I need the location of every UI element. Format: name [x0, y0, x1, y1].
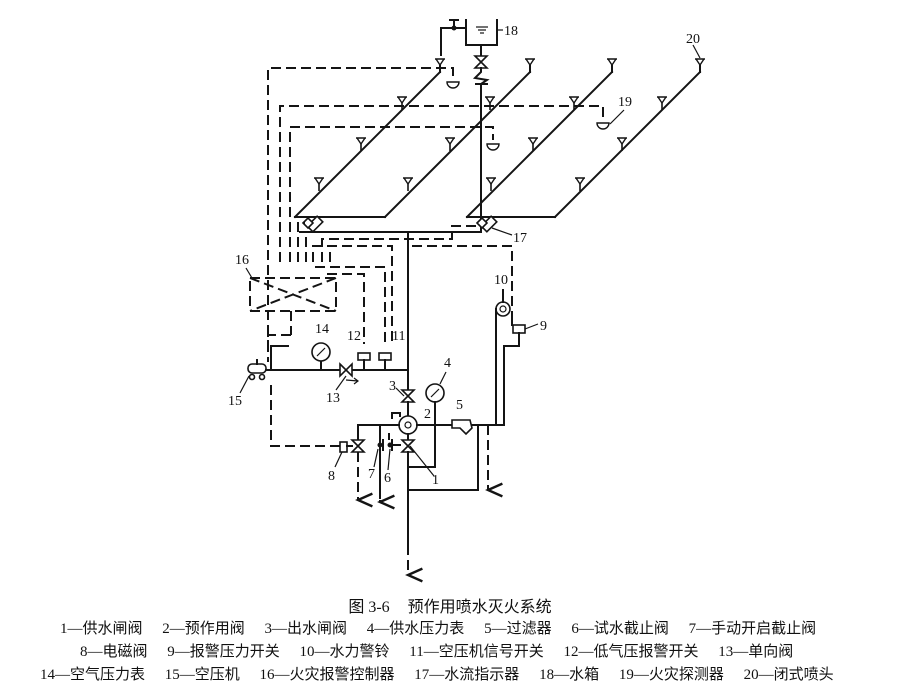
water-tank: 18 — [465, 19, 518, 46]
compressor-signal-switch-icon — [378, 352, 392, 361]
sprinkler-head-icon — [402, 177, 414, 192]
sprinkler-head-icon — [694, 58, 706, 73]
legend-item: 3—出水闸阀 — [264, 621, 348, 637]
solenoid-valve-icon — [350, 439, 366, 453]
label-12: 12 — [347, 329, 361, 344]
sprinkler-head-icon — [434, 58, 446, 73]
legend-item: 16—火灾报警控制器 — [259, 667, 395, 683]
legend-item: 8—电磁阀 — [80, 644, 148, 660]
fire-detector-icon — [486, 143, 500, 151]
legend-row-2: 8—电磁阀 9—报警压力开关 10—水力警铃 11—空压机信号开关 12—低气压… — [80, 640, 809, 661]
legend-item: 7—手动开启截止阀 — [688, 621, 817, 637]
air-compressor — [247, 359, 267, 381]
sprinkler-head-icon — [355, 137, 367, 152]
preaction-valve-icon — [398, 415, 418, 435]
sprinkler-zone-left — [293, 65, 532, 219]
label-19: 19 — [618, 95, 632, 110]
label-1: 1 — [432, 473, 439, 488]
label-17: 17 — [513, 231, 527, 246]
tank-gate-valve-icon — [473, 55, 489, 69]
legend-item: 5—过滤器 — [484, 621, 552, 637]
label-9: 9 — [540, 319, 547, 334]
label-10: 10 — [494, 273, 508, 288]
legend-item: 14—空气压力表 — [40, 667, 146, 683]
fire-detector-icon — [596, 122, 610, 130]
sprinkler-head-icon — [606, 58, 618, 73]
label-11: 11 — [392, 329, 405, 344]
outlet-gate-valve-icon — [400, 389, 416, 403]
low-pressure-alarm-switch-icon — [357, 352, 371, 361]
sprinkler-head-icon — [616, 137, 628, 152]
label-13: 13 — [326, 391, 340, 406]
legend-item: 2—预作用阀 — [162, 621, 245, 637]
sprinkler-head-icon — [568, 96, 580, 111]
label-7: 7 — [368, 467, 375, 482]
solenoid-actuator-icon — [339, 441, 348, 453]
supply-gate-valve-icon — [400, 439, 416, 453]
fire-alarm-controller — [249, 277, 337, 312]
legend-row-1: 1—供水闸阀 2—预作用阀 3—出水闸阀 4—供水压力表 5—过滤器 6—试水截… — [60, 617, 832, 638]
legend-item: 13—单向阀 — [718, 644, 794, 660]
legend-item: 18—水箱 — [539, 667, 600, 683]
water-motor-alarm-icon — [495, 301, 511, 317]
label-2: 2 — [424, 407, 431, 422]
fire-detector-icon — [446, 81, 460, 89]
legend-item: 6—试水截止阀 — [571, 621, 669, 637]
sprinkler-head-icon — [524, 58, 536, 73]
legend-item: 19—火灾探测器 — [618, 667, 724, 683]
label-16: 16 — [235, 253, 249, 268]
label-15: 15 — [228, 394, 242, 409]
water-flow-indicator-left — [299, 215, 482, 233]
label-14: 14 — [315, 322, 329, 337]
label-5: 5 — [456, 398, 463, 413]
label-18: 18 — [504, 24, 518, 39]
legend-item: 20—闭式喷头 — [743, 667, 834, 683]
label-8: 8 — [328, 469, 335, 484]
legend-item: 10—水力警铃 — [299, 644, 390, 660]
label-6: 6 — [384, 471, 391, 486]
preaction-sprinkler-system-diagram: 18 — [228, 19, 706, 583]
legend-item: 4—供水压力表 — [366, 621, 465, 637]
sprinkler-zone-right — [465, 65, 702, 219]
legend-item: 17—水流指示器 — [414, 667, 520, 683]
legend-item: 9—报警压力开关 — [167, 644, 280, 660]
water-flow-indicator-right — [475, 215, 498, 233]
strainer-icon — [451, 419, 473, 436]
legend-item: 12—低气压报警开关 — [563, 644, 699, 660]
label-20: 20 — [686, 32, 700, 47]
figure-number: 图 3-6 — [348, 599, 390, 616]
figure-title: 预作用喷水灭火系统 — [407, 599, 552, 616]
legend-item: 15—空压机 — [164, 667, 240, 683]
label-3: 3 — [389, 379, 396, 394]
legend-item: 11—空压机信号开关 — [409, 644, 544, 660]
legend-item: 1—供水闸阀 — [60, 621, 143, 637]
sprinkler-head-icon — [396, 96, 408, 111]
label-4: 4 — [444, 356, 451, 371]
legend-row-3: 14—空气压力表 15—空压机 16—火灾报警控制器 17—水流指示器 18—水… — [40, 663, 850, 684]
sprinkler-head-icon — [656, 96, 668, 111]
sprinkler-head-icon — [527, 137, 539, 152]
alarm-pressure-switch-icon — [512, 324, 526, 334]
check-valve-icon — [339, 362, 353, 378]
figure-caption: 图 3-6 预作用喷水灭火系统 — [0, 593, 900, 617]
